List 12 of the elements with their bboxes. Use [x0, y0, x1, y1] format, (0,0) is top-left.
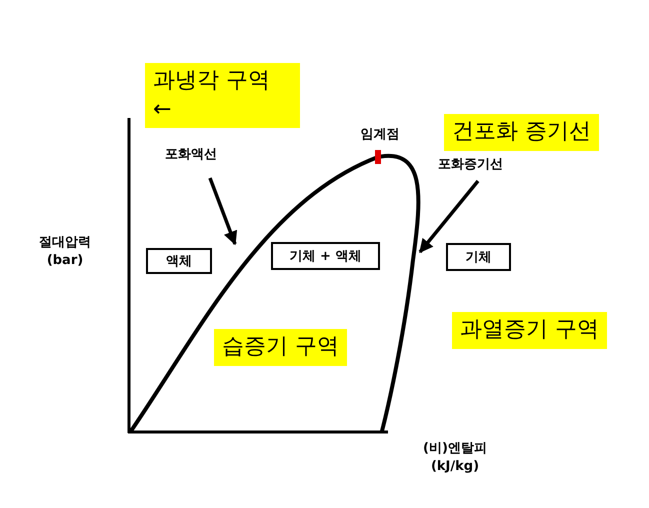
curve-label: 포화증기선 [438, 155, 503, 173]
saturation-curve [378, 154, 420, 432]
region-note: 건포화 증기선 [444, 114, 599, 151]
critical-point-label: 임계점 [360, 126, 400, 144]
curve-label: 포화액선 [165, 145, 217, 163]
phase-box: 기체 [446, 243, 511, 271]
axis-label: 절대압력 (bar) [38, 234, 92, 270]
region-note: 과냉각 구역 ← [145, 63, 300, 128]
region-note: 과열증기 구역 [452, 312, 607, 349]
leader-arrow [208, 177, 238, 246]
leader-arrow [418, 180, 480, 254]
axis-label: (비)엔탈피 (kJ/kg) [422, 440, 488, 476]
